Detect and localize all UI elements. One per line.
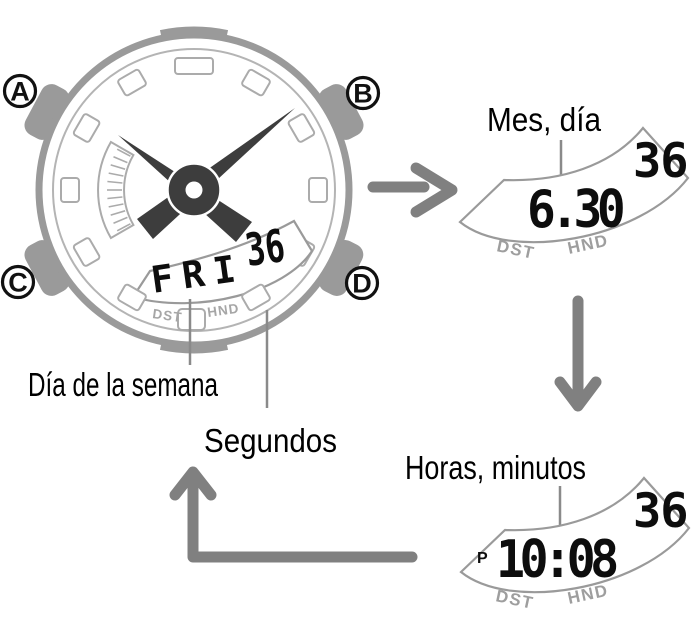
month-day-label: Mes, día xyxy=(487,101,602,138)
badge-b-label: B xyxy=(353,79,373,109)
case-tab-bottom xyxy=(159,341,229,354)
button-bump-lower-left xyxy=(24,240,70,296)
screen-month-day-outline xyxy=(458,126,690,244)
screen-hours-minutes-outline xyxy=(459,476,691,594)
hours-minutes-label: Horas, minutos xyxy=(405,449,586,486)
seconds-label: Segundos xyxy=(204,422,337,459)
hands-hub-hole xyxy=(185,181,203,199)
hours-minutes-value: 10:08 xyxy=(496,528,617,589)
watch: DST HND FRI 36 xyxy=(24,26,364,354)
hours-minutes-seconds: 36 xyxy=(633,484,688,539)
badge-d-label: D xyxy=(352,269,372,299)
watch-hands xyxy=(118,108,295,242)
watch-side-buttons xyxy=(24,84,364,296)
button-bump-upper-right xyxy=(318,84,364,140)
pm-indicator: P xyxy=(477,550,488,567)
screen-hours-minutes: P 10:08 36 DST HND xyxy=(459,476,691,613)
watch-display-window xyxy=(131,219,314,305)
month-day-seconds: 36 xyxy=(633,134,688,189)
hour-marker-5 xyxy=(241,283,271,312)
button-bump-upper-left xyxy=(24,84,70,140)
badge-b-circle xyxy=(345,75,381,111)
day-of-week-label: Día de la semana xyxy=(28,366,218,403)
watch-seconds-display: 36 xyxy=(242,221,288,278)
screen-month-day: 6.30 36 DST HND xyxy=(458,126,690,263)
flow-arrows xyxy=(169,162,602,563)
watch-hnd-label: HND xyxy=(206,301,240,320)
badge-a-label: A xyxy=(10,77,30,107)
badge-c-circle xyxy=(0,264,36,300)
button-bump-lower-right xyxy=(318,240,364,296)
arrow-right-icon xyxy=(367,162,458,218)
arrow-return-up-icon xyxy=(169,466,418,563)
subdial xyxy=(97,140,135,240)
arrow-down-icon xyxy=(554,295,602,412)
subdial-ticks xyxy=(107,148,131,232)
badge-c-label: C xyxy=(8,268,28,298)
button-badges: A B C D xyxy=(0,73,381,301)
watch-dst-label: DST xyxy=(152,306,184,325)
badge-d-circle xyxy=(344,265,380,301)
case-tab-top xyxy=(159,26,229,39)
month-day-value: 6.30 xyxy=(527,179,624,239)
ring-marker-6 xyxy=(177,308,206,331)
hour-marker-7 xyxy=(117,283,147,312)
badge-a-circle xyxy=(2,73,38,109)
